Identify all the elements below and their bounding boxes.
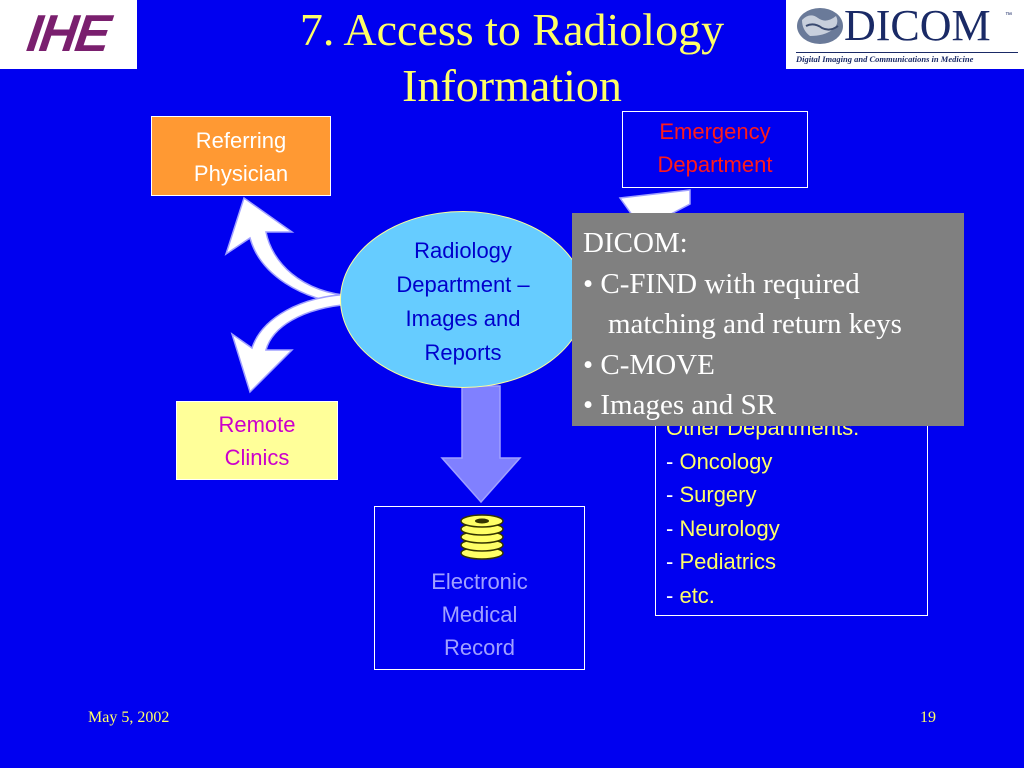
disk-stack-icon bbox=[460, 514, 504, 560]
ihe-logo: IHE bbox=[0, 0, 137, 69]
emr-line-3: Record bbox=[444, 635, 515, 660]
dicom-callout: DICOM: • C-FIND with required matching a… bbox=[572, 213, 964, 426]
dicom-tagline: Digital Imaging and Communications in Me… bbox=[796, 52, 1018, 64]
emergency-line-2: Department bbox=[657, 152, 773, 177]
globe-icon bbox=[797, 8, 843, 44]
arrow-to-referring bbox=[224, 196, 353, 306]
other-item: - Oncology bbox=[666, 448, 773, 474]
referring-line-1: Referring bbox=[195, 128, 287, 153]
callout-line-1: • C-FIND with required bbox=[583, 267, 860, 300]
footer-page-number: 19 bbox=[920, 709, 936, 726]
remote-line-1: Remote bbox=[218, 412, 296, 437]
other-item: - Pediatrics bbox=[666, 549, 777, 574]
emergency-line-1: Emergency bbox=[659, 119, 771, 144]
dicom-logo-text: DICOM bbox=[844, 1, 991, 50]
remote-clinics-box: Remote Clinics bbox=[176, 401, 338, 480]
radiology-line-3: Images and bbox=[405, 306, 521, 331]
other-item: - Neurology bbox=[666, 515, 780, 541]
radiology-line-2: Department – bbox=[396, 272, 530, 297]
radiology-line-1: Radiology bbox=[414, 238, 512, 263]
referring-physician-box: Referring Physician bbox=[151, 116, 331, 196]
emr-line-2: Medical bbox=[441, 602, 518, 627]
slide-title-line-1: 7. Access to Radiology bbox=[299, 4, 725, 55]
emr-line-1: Electronic bbox=[431, 569, 528, 594]
radiology-department-ellipse: Radiology Department – Images and Report… bbox=[340, 211, 586, 388]
dicom-logo: DICOM ™ Digital Imaging and Communicatio… bbox=[786, 0, 1024, 69]
slide-title: 7. Access to Radiology Information bbox=[200, 2, 824, 114]
emergency-department-box: Emergency Department bbox=[622, 111, 808, 188]
callout-line-4: • Images and SR bbox=[583, 389, 776, 421]
callout-line-2: matching and return keys bbox=[608, 308, 902, 340]
dicom-trademark: ™ bbox=[1005, 12, 1012, 19]
slide-title-line-2: Information bbox=[402, 60, 622, 111]
arrow-to-remote bbox=[230, 293, 353, 394]
other-item: - Surgery bbox=[666, 482, 757, 507]
callout-line-3: • C-MOVE bbox=[583, 348, 715, 381]
footer-date: May 5, 2002 bbox=[88, 709, 170, 726]
callout-heading: DICOM: bbox=[583, 227, 688, 259]
arrow-to-emr bbox=[440, 385, 522, 504]
remote-line-2: Clinics bbox=[224, 445, 290, 470]
other-departments-box: Other Departments: - Oncology - Surgery … bbox=[655, 404, 928, 616]
other-item: - etc. bbox=[666, 582, 715, 608]
radiology-line-4: Reports bbox=[424, 340, 502, 365]
electronic-medical-record-box: Electronic Medical Record bbox=[374, 506, 585, 670]
referring-line-2: Physician bbox=[193, 161, 289, 186]
